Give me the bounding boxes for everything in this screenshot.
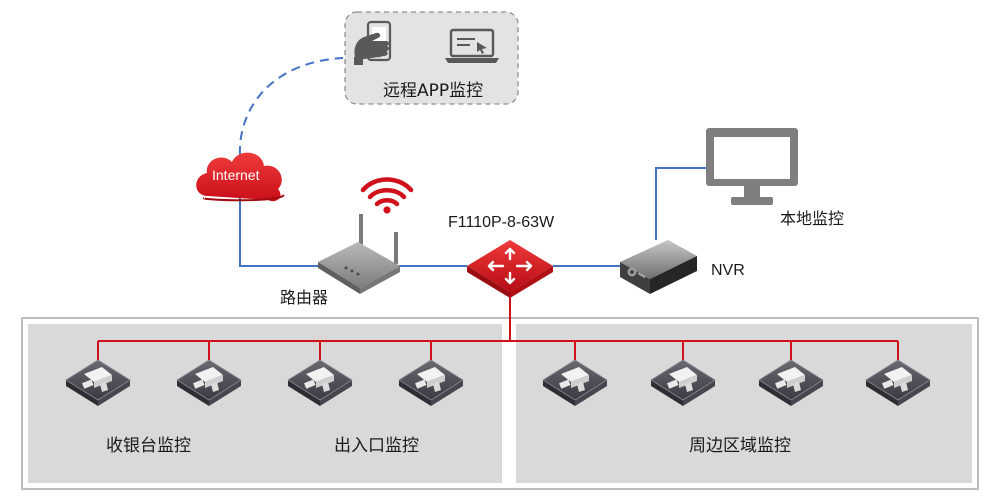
- local-monitor-label: 本地监控: [780, 209, 845, 228]
- monitor-icon: [706, 128, 798, 205]
- internet-label: Internet: [212, 167, 260, 183]
- smartphone-touch-icon: [354, 20, 392, 65]
- zone-panel-right: [516, 324, 972, 483]
- remote-monitor-box: [344, 11, 519, 105]
- router-label: 路由器: [280, 288, 329, 307]
- internet-router-link: [239, 198, 318, 267]
- zone-label-cashier: 收银台监控: [106, 436, 191, 456]
- zone-panel-left: [28, 324, 502, 483]
- nvr-recorder-icon: [620, 240, 697, 294]
- cloud-icon: [196, 152, 285, 202]
- zone-label-perimeter: 周边区域监控: [689, 436, 791, 456]
- poe-drops: [97, 341, 899, 362]
- nvr-monitor-link: [655, 167, 714, 240]
- wifi-dot: [383, 206, 391, 214]
- remote-monitor-label: 远程APP监控: [383, 81, 484, 101]
- poe-switch-icon: [467, 240, 553, 298]
- zone-label-entrance: 出入口监控: [334, 436, 419, 456]
- internet-remote-link: [238, 57, 344, 156]
- wifi-signal-icon: [360, 177, 414, 207]
- switch-label: F1110P-8-63W: [448, 214, 555, 231]
- wifi-router-icon: [318, 214, 400, 294]
- nvr-label: NVR: [711, 262, 745, 279]
- laptop-icon: [445, 28, 499, 63]
